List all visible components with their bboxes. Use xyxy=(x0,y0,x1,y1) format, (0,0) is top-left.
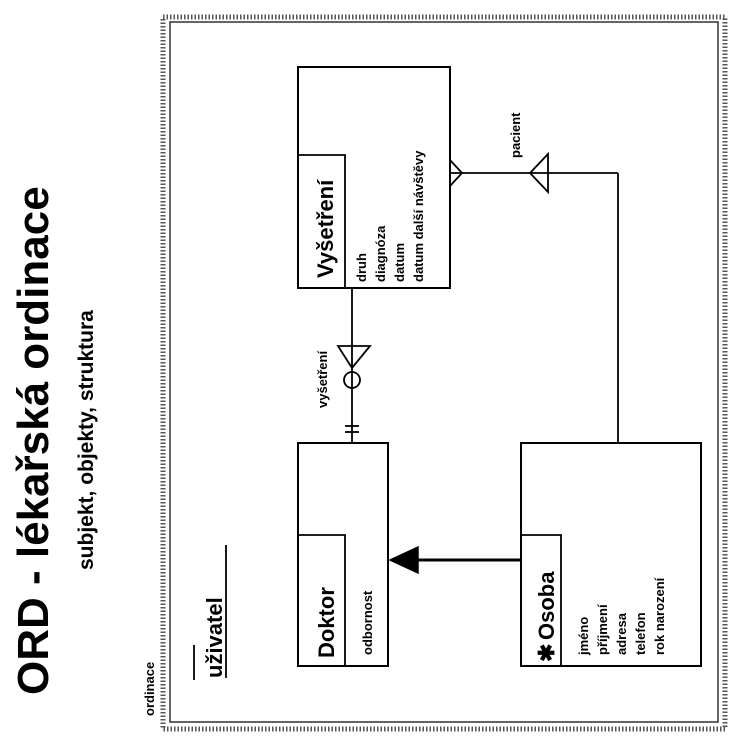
entity-attribute: odbornost xyxy=(360,590,375,655)
entity-name-divider xyxy=(298,534,346,666)
entity-box xyxy=(297,66,451,289)
entity-box xyxy=(297,442,389,667)
entity-attribute: rok narození xyxy=(652,577,667,655)
subject-label: uživatel xyxy=(202,597,227,678)
entity-osoba[interactable]: ✱ Osoba jméno příjmení adresa telefon ro… xyxy=(520,442,702,667)
entity-attribute: druh xyxy=(354,253,369,282)
entity-symbol-icon: ✱ xyxy=(534,644,559,662)
entity-box xyxy=(520,442,702,667)
entity-attribute: příjmení xyxy=(595,604,610,655)
frame-label: ordinace xyxy=(142,662,157,716)
arrowhead-icon xyxy=(388,545,419,575)
crows-foot-icon xyxy=(336,345,372,370)
entity-attribute: adresa xyxy=(614,612,629,655)
page-title: ORD - lékařská ordinace xyxy=(9,186,58,695)
relationship-pacient: pacient xyxy=(449,112,619,443)
inner-frame xyxy=(169,21,719,723)
entity-doktor[interactable]: Doktor odbornost xyxy=(297,442,389,667)
page-subtitle: subjekt, objekty, struktura xyxy=(75,310,98,570)
relationship-label: pacient xyxy=(508,112,523,158)
entity-attribute: datum další návštěvy xyxy=(411,150,426,282)
optional-circle-icon xyxy=(343,371,361,389)
outer-frame xyxy=(160,14,728,732)
entity-attribute: datum xyxy=(392,243,407,282)
entity-attribute: jméno xyxy=(576,617,591,656)
relationship-vysetreni-doktor: vyšetření xyxy=(315,288,372,443)
entity-attribute: telefon xyxy=(633,612,648,655)
relationship-label: vyšetření xyxy=(315,351,330,408)
entity-name: Osoba xyxy=(534,571,559,640)
entity-name: Vyšetření xyxy=(313,179,338,278)
entity-attribute: diagnóza xyxy=(373,225,388,282)
entity-name-divider xyxy=(521,534,562,666)
entity-name: Doktor xyxy=(314,587,339,658)
crows-foot-icon xyxy=(449,159,464,187)
generalization-osoba-doktor xyxy=(388,545,521,575)
entity-vysetreni[interactable]: Vyšetření druh diagnóza datum datum dalš… xyxy=(297,66,451,289)
entity-name-divider xyxy=(298,154,346,288)
triangle-icon xyxy=(528,151,549,195)
